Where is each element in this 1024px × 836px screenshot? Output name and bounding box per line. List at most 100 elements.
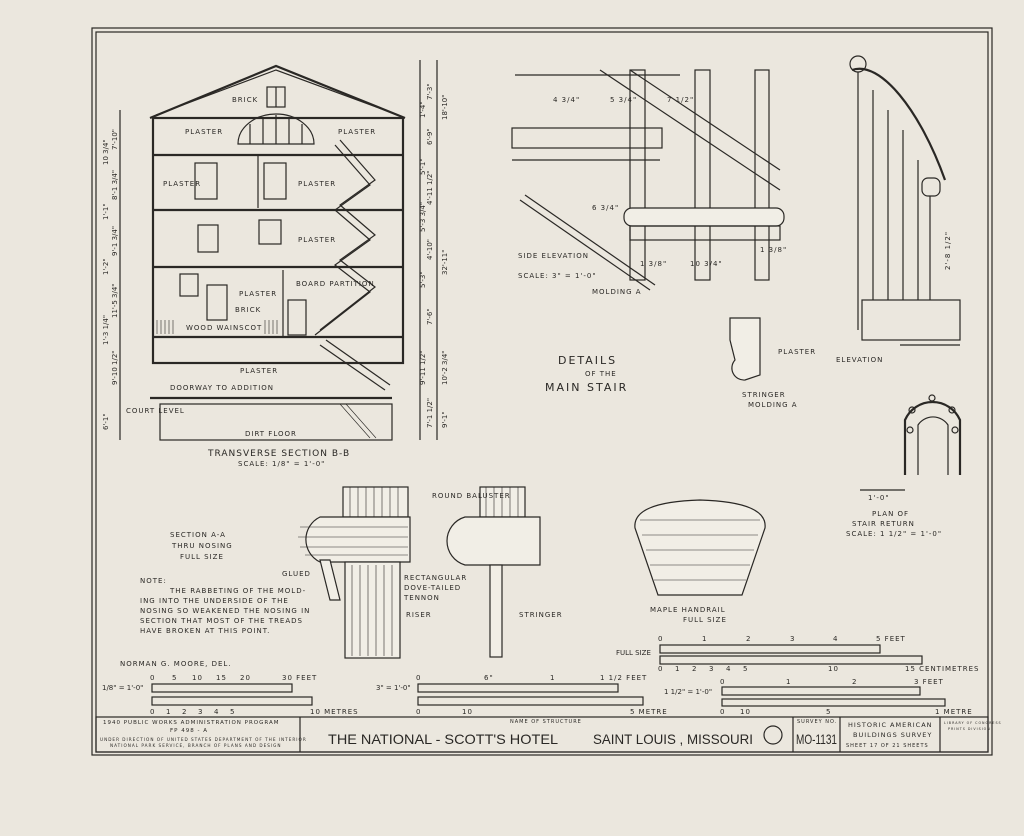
scale-tick: 10 — [828, 665, 839, 673]
scale-tick: 0 — [150, 708, 155, 716]
note-line: THE RABBETING OF THE MOLD- — [169, 587, 306, 595]
dim-left: 11'-5 3/4" — [111, 283, 119, 318]
handrail-profile-drawing — [634, 499, 766, 596]
direction-line: NATIONAL PARK SERVICE, BRANCH OF PLANS A… — [110, 743, 282, 748]
label-plaster: PLASTER — [240, 367, 278, 375]
scale-tick: 4 — [833, 635, 838, 643]
dim-total: 32'-11" — [441, 250, 449, 275]
scale-bar-4 — [721, 686, 946, 707]
scale-tick: 0 — [416, 708, 421, 716]
label-round-baluster: ROUND BALUSTER — [432, 492, 511, 500]
scale-tick: 5 — [826, 708, 831, 716]
label-stringer: STRINGER — [519, 611, 563, 619]
program: 1940 PUBLIC WORKS ADMINISTRATION PROGRAM — [103, 720, 279, 726]
handrail-title: MAPLE HANDRAIL — [650, 606, 726, 614]
dim-right: 7'-1 1/2" — [426, 398, 434, 428]
dim-left: 9'-1 3/4" — [111, 226, 119, 256]
inner-border — [95, 31, 989, 753]
label-plaster: PLASTER — [239, 290, 277, 298]
dim: 4 3/4" — [553, 96, 580, 104]
delineator: NORMAN G. MOORE, DEL. — [120, 660, 232, 668]
label-plaster: PLASTER — [298, 180, 336, 188]
label-dirt-floor: DIRT FLOOR — [245, 430, 297, 438]
stair-return-plan-drawing — [860, 394, 962, 491]
scale-tick: 2 — [692, 665, 697, 673]
scale-tick: 4 — [726, 665, 731, 673]
side-elevation-scale: SCALE: 3" = 1'-0" — [518, 272, 597, 280]
scale-tick: 5 — [172, 674, 177, 682]
label-brick: BRICK — [235, 306, 261, 314]
side-elevation-drawing — [511, 69, 785, 291]
dim: 1 3/8" — [760, 246, 787, 254]
scale-tick: 1 METRE — [935, 708, 973, 716]
dim: 5 3/4" — [610, 96, 637, 104]
label-plaster: PLASTER — [338, 128, 376, 136]
scale-tick: 3 — [709, 665, 714, 673]
main-title-details: DETAILS — [558, 354, 617, 367]
habs-line: HISTORIC AMERICAN — [848, 721, 933, 729]
scale-tick: 30 FEET — [282, 674, 317, 682]
elevation-dim: 2'-8 1/2" — [944, 231, 952, 270]
label-molding-a: MOLDING A — [592, 288, 642, 296]
plan-scale: SCALE: 1 1/2" = 1'-0" — [846, 530, 942, 538]
dim: 1 3/8" — [640, 260, 667, 268]
scale-tick: 1 — [702, 635, 707, 643]
scale-tick: 5 — [743, 665, 748, 673]
main-title-of-the: OF THE — [585, 370, 617, 378]
scale-tick: 3 — [790, 635, 795, 643]
section-aa-title: SECTION A-A — [170, 531, 226, 539]
fp-number: FP 498 - A — [170, 728, 208, 734]
dim-right: 5'-1" — [419, 158, 427, 175]
note-line: NOSING SO WEAKENED THE NOSING IN — [140, 607, 310, 615]
dim-left: 9'-10 1/2" — [111, 350, 119, 385]
dim-total: 9'-1" — [441, 411, 449, 428]
label-plaster: PLASTER — [163, 180, 201, 188]
dim-left: 10 3/4" — [102, 139, 110, 165]
scale-tick: 0 — [658, 635, 663, 643]
scale-tick: 0 — [150, 674, 155, 682]
library-stamp: LIBRARY OF CONGRESS — [944, 721, 1002, 725]
scale-tick: 10 — [192, 674, 203, 682]
scale-label: 3" = 1'-0" — [376, 684, 411, 692]
scale-tick: 1 — [550, 674, 555, 682]
scale-tick: 10 METRES — [310, 708, 359, 716]
scale-label: 1 1/2" = 1'-0" — [664, 688, 712, 696]
structure-name: THE NATIONAL - SCOTT'S HOTEL — [328, 731, 558, 747]
dim-right: 1'-4" — [419, 101, 427, 118]
habs-line: BUILDINGS SURVEY — [853, 731, 932, 739]
transverse-section-drawing — [119, 60, 438, 441]
dim: 7 1/2" — [667, 96, 694, 104]
scale-tick: 15 — [216, 674, 227, 682]
scale-tick: 5 — [230, 708, 235, 716]
dim-right: 9'-11 1/2" — [419, 350, 427, 385]
scale-tick: 2 — [852, 678, 857, 686]
scale-tick: 1 1/2 FEET — [600, 674, 647, 682]
scale-tick: 10 — [462, 708, 473, 716]
scale-tick: 15 CENTIMETRES — [905, 665, 980, 673]
newel-elevation-drawing — [849, 55, 961, 346]
scale-tick: 3 FEET — [914, 678, 944, 686]
dim-right: 6'-9" — [426, 128, 434, 145]
dim: 10 3/4" — [690, 260, 723, 268]
dim-right: 5'-3 3/4" — [419, 202, 427, 232]
scale-bar-2 — [417, 683, 644, 706]
survey-label: SURVEY NO. — [797, 719, 837, 725]
scale-tick: 1 — [786, 678, 791, 686]
dim: 6 3/4" — [592, 204, 619, 212]
side-elevation-title: SIDE ELEVATION — [518, 252, 589, 260]
dim-right: 7'-3" — [426, 83, 434, 100]
section-bb-title: TRANSVERSE SECTION B-B — [207, 449, 350, 459]
seal-icon — [763, 725, 783, 745]
section-aa-subtitle: THRU NOSING — [171, 542, 233, 550]
label-doorway: DOORWAY TO ADDITION — [170, 384, 274, 392]
scale-tick: 10 — [740, 708, 751, 716]
plan-dim: 1'-0" — [868, 494, 890, 502]
scale-tick: 2 — [746, 635, 751, 643]
stringer-molding-drawing — [729, 317, 761, 381]
scale-tick: 2 — [182, 708, 187, 716]
section-aa-scale: FULL SIZE — [180, 553, 224, 561]
dim-right: 7'-6" — [426, 308, 434, 325]
plan-title: PLAN OF — [872, 510, 909, 518]
dim-left: 8'-1 3/4" — [111, 170, 119, 200]
